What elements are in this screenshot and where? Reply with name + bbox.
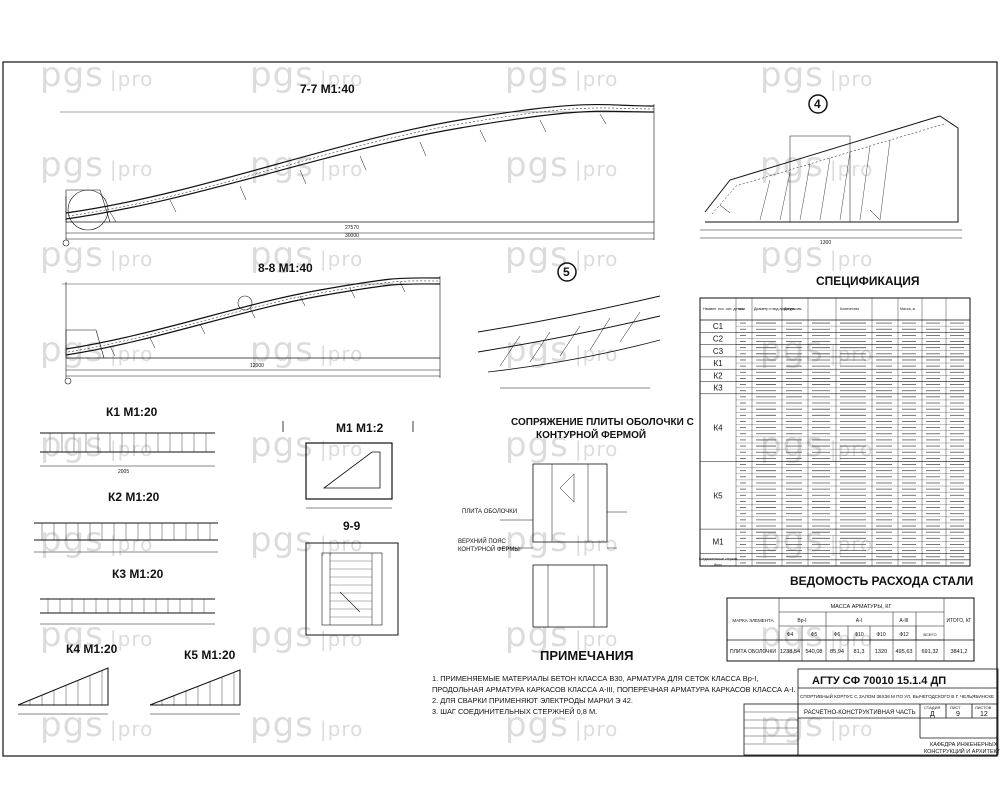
steel-class: А-III — [899, 618, 908, 624]
junction-title-line1: СОПРЯЖЕНИЕ ПЛИТЫ ОБОЛОЧКИ С — [511, 417, 694, 428]
m1-title: М1 М1:2 — [336, 421, 384, 435]
section-8-8 — [62, 276, 441, 385]
frame-k1 — [40, 432, 215, 467]
junction-detail — [500, 463, 627, 628]
steel-value: 495,63 — [895, 649, 912, 655]
section-7-7-title: 7-7 М1:40 — [300, 82, 355, 96]
frame-k3 — [40, 598, 215, 625]
note-line-4: 3. ШАГ СОЕДИНИТЕЛЬНЫХ СТЕРЖНЕЙ 0,8 М. — [432, 707, 598, 716]
sheet-value: 9 — [956, 711, 960, 718]
steel-head-total-col: ВСЕГО — [923, 632, 936, 637]
spec-header: Длина, мм — [784, 307, 802, 311]
steel-diameter: Ф4 — [787, 632, 794, 638]
frame-k2 — [34, 522, 218, 553]
note-line-2: ПРОДОЛЬНАЯ АРМАТУРА КАРКАСОВ КЛАССА А-II… — [432, 685, 796, 694]
junction-title-line2: КОНТУРНОЙ ФЕРМОЙ — [536, 428, 646, 441]
spec-group-label: С2 — [713, 334, 724, 343]
belt-label-2: КОНТУРНОЙ ФЕРМЫ — [458, 545, 520, 553]
sheet-label: ЛИСТ — [950, 705, 961, 710]
frame-k5-title: К5 М1:20 — [184, 648, 236, 662]
section-9-9-title: 9-9 — [343, 519, 361, 533]
steel-class: А-I — [856, 618, 862, 624]
m1-detail — [282, 421, 414, 509]
steel-diameter: Ф10 — [876, 632, 886, 638]
steel-head-total: ИТОГО, КГ — [946, 618, 971, 624]
title-block — [743, 668, 999, 756]
section-8-8-title: 8-8 М1:40 — [258, 261, 313, 275]
dim-27570: 27570 — [345, 225, 359, 231]
department-line2: КОНСТРУКЦИЙ И АРХИТЕКТУРЫ — [924, 747, 1000, 755]
notes-title: ПРИМЕЧАНИЯ — [540, 648, 634, 663]
project-name: СПОРТИВНЫЙ КОРПУС С ЗАЛОМ 36Х36 М ПО УЛ.… — [800, 692, 994, 699]
frame-k4-title: К4 М1:20 — [66, 642, 118, 656]
node-5-detail — [477, 295, 661, 389]
spec-header: Масса, кг — [900, 307, 916, 311]
dim-1300: 1300 — [820, 240, 831, 246]
dim-12000: 12000 — [250, 363, 264, 369]
stage-label: СТАДИЯ — [924, 705, 940, 710]
sheets-label: ЛИСТОВ — [975, 705, 992, 710]
note-line-1: 1. ПРИМЕНЯЕМЫЕ МАТЕРИАЛЫ БЕТОН КЛАССА В3… — [432, 674, 759, 683]
spec-header: поз. — [738, 307, 745, 311]
steel-table: МАССА АРМАТУРЫ, КГ МАРКА ЭЛЕМЕНТА ИТОГО, К… — [726, 597, 975, 662]
spec-group-label: Соединительные стержни — [699, 557, 738, 561]
dim-2005: 2005 — [118, 469, 129, 475]
note-line-3: 2. ДЛЯ СВАРКИ ПРИМЕНЯЮТ ЭЛЕКТРОДЫ МАРКИ … — [432, 696, 633, 705]
spec-header: Диаметр и вид арматуры — [754, 307, 796, 311]
steel-diameter: Ф5 — [811, 632, 818, 638]
steel-head-element: МАРКА ЭЛЕМЕНТА — [732, 618, 773, 623]
spec-group-label: Итого — [714, 563, 723, 567]
spec-header: Наимен. поз. осн. детали — [703, 307, 745, 311]
notes-block: 1. ПРИМЕНЯЕМЫЕ МАТЕРИАЛЫ БЕТОН КЛАССА В3… — [432, 673, 796, 717]
steel-value: 1238,54 — [780, 649, 800, 655]
node-4-detail — [700, 115, 962, 239]
spec-group-label: С3 — [713, 347, 724, 356]
section-9-9 — [305, 542, 399, 636]
spec-group-label: К5 — [713, 491, 723, 500]
steel-diameter: Ф6 — [834, 632, 841, 638]
steel-diameter: Ф12 — [899, 632, 909, 638]
spec-group-label: М1 — [712, 537, 724, 546]
sheets-value: 12 — [980, 711, 988, 718]
node-4-marker — [808, 94, 828, 114]
sheet-frame — [2, 61, 998, 757]
drawing-code: АГТУ СФ 70010 15.1.4 ДП — [812, 675, 946, 687]
steel-title: ВЕДОМОСТЬ РАСХОДА СТАЛИ — [790, 574, 973, 588]
spec-group-label: К4 — [713, 424, 723, 433]
frame-k5 — [149, 669, 241, 715]
spec-title: СПЕЦИФИКАЦИЯ — [816, 274, 920, 288]
spec-header: Количество — [840, 307, 859, 311]
node-4-label: 4 — [814, 97, 821, 111]
steel-value: 85,94 — [830, 649, 844, 655]
frame-k2-title: К2 М1:20 — [108, 490, 160, 504]
steel-value: 691,32 — [921, 649, 938, 655]
node-5-label: 5 — [563, 265, 570, 279]
spec-group-label: С1 — [713, 322, 724, 331]
frame-k3-title: К3 М1:20 — [112, 567, 164, 581]
steel-value: 81,3 — [854, 649, 865, 655]
stage-value: Д — [930, 711, 935, 718]
frame-k4 — [17, 667, 109, 715]
spec-group-label: К3 — [713, 384, 723, 393]
steel-value: 540,08 — [805, 649, 822, 655]
steel-class: Вр-I — [797, 618, 806, 624]
plate-label: ПЛИТА ОБОЛОЧКИ — [462, 509, 517, 515]
steel-head-mass: МАССА АРМАТУРЫ, КГ — [831, 604, 892, 610]
spec-group-label: К2 — [713, 371, 723, 380]
steel-value: 1320 — [875, 649, 887, 655]
node-5-marker — [557, 262, 577, 282]
steel-value: 3841,2 — [950, 649, 967, 655]
steel-diameter: Ф10 — [854, 632, 864, 638]
spec-group-label: К1 — [713, 359, 723, 368]
part-name: РАСЧЕТНО-КОНСТРУКТИВНАЯ ЧАСТЬ — [804, 710, 916, 716]
steel-row-name: ПЛИТА ОБОЛОЧКИ — [730, 649, 776, 655]
department-line1: КАФЕДРА ИНЖЕНЕРНЫХ — [930, 742, 998, 748]
section-7-7 — [60, 103, 655, 247]
frame-k1-title: К1 М1:20 — [106, 405, 158, 419]
dim-30000: 30000 — [345, 233, 359, 239]
belt-label-1: ВЕРХНИЙ ПОЯС — [458, 537, 507, 545]
